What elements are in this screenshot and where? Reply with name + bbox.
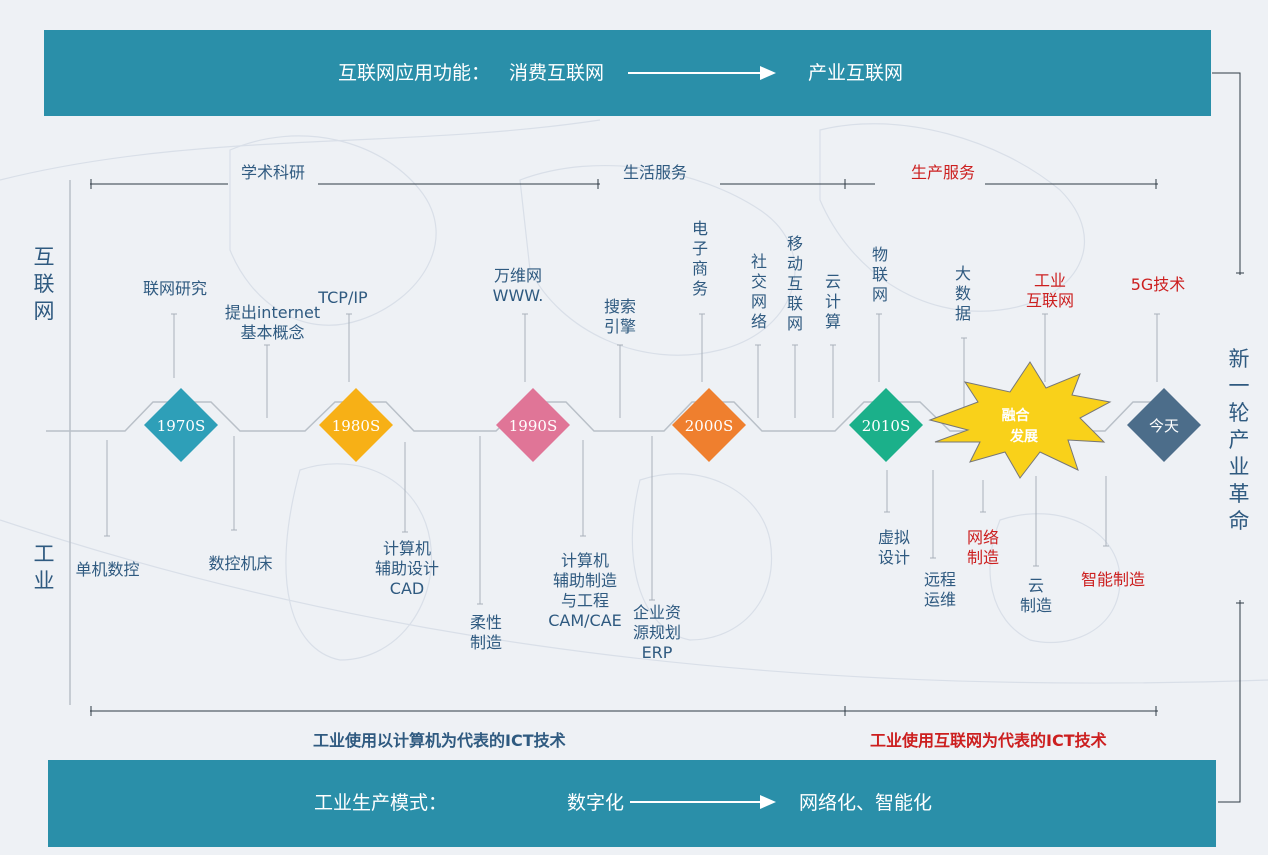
event-flexible-manufacturing: 柔性 制造	[469, 613, 502, 652]
event-internet-concept: 提出internet 基本概念	[224, 303, 321, 342]
event-cam-cae: 计算机 辅助制造 与工程 CAM/CAE	[548, 551, 622, 630]
event-www: 万维网 WWW.	[492, 266, 544, 305]
side-label-revolution: 新 一 轮 产 业 革 命	[1228, 347, 1250, 533]
phase-academic: 学术科研	[240, 163, 305, 182]
milestone-1970s: 1970S	[144, 388, 218, 462]
era-internet: 工业使用互联网为代表的ICT技术	[870, 731, 1107, 750]
phase-life-service: 生活服务	[622, 163, 687, 182]
fusion-burst: 融合 发展	[928, 361, 1112, 479]
event-smart-manufacturing: 智能制造	[1080, 570, 1145, 589]
event-remote-maintenance: 远程 运维	[923, 570, 956, 609]
milestone-2000s: 2000S	[672, 388, 746, 462]
top-banner-label: 互联网应用功能：	[338, 62, 491, 84]
side-label-industry: 工 业	[33, 542, 55, 593]
event-network-research: 联网研究	[142, 279, 207, 298]
milestone-label: 1990S	[509, 417, 557, 435]
event-network-manufacturing: 网络 制造	[966, 528, 999, 567]
milestone-label: 1970S	[157, 417, 205, 435]
milestone-1990s: 1990S	[496, 388, 570, 462]
milestone-label: 2000S	[685, 417, 733, 435]
milestone-1980s: 1980S	[319, 388, 393, 462]
event-5g: 5G技术	[1130, 275, 1186, 294]
milestone-label: 2010S	[862, 417, 910, 435]
milestone-today: 今天	[1127, 388, 1201, 462]
top-banner-to: 产业互联网	[808, 62, 904, 84]
milestone-2010s: 2010S	[849, 388, 923, 462]
event-erp: 企业资 源规划 ERP	[632, 603, 681, 662]
era-computer: 工业使用以计算机为代表的ICT技术	[313, 731, 566, 750]
event-mobile-internet: 移 动 互 联 网	[786, 234, 803, 333]
event-virtual-design: 虚拟 设计	[877, 528, 910, 567]
event-cad: 计算机 辅助设计 CAD	[374, 539, 439, 598]
event-cloud-computing: 云 计 算	[824, 272, 841, 331]
milestone-label: 1980S	[332, 417, 380, 435]
event-social-network: 社 交 网 络	[750, 252, 767, 331]
bottom-banner-to: 网络化、智能化	[799, 792, 933, 814]
top-banner	[44, 30, 1211, 116]
event-big-data: 大 数 据	[954, 264, 971, 323]
top-banner-from: 消费互联网	[509, 62, 605, 84]
bottom-banner-label: 工业生产模式：	[314, 792, 448, 814]
event-e-commerce: 电 子 商 务	[691, 219, 708, 298]
event-tcp-ip: TCP/IP	[318, 288, 368, 307]
event-industrial-internet: 工业 互联网	[1025, 271, 1074, 310]
event-cnc-machine: 数控机床	[208, 554, 273, 573]
bottom-banner-from: 数字化	[567, 792, 625, 814]
event-search-engine: 搜索 引擎	[603, 297, 636, 336]
side-label-internet: 互 联 网	[33, 245, 55, 323]
event-iot: 物 联 网	[871, 245, 888, 304]
milestone-label: 今天	[1149, 417, 1179, 435]
event-single-cnc: 单机数控	[75, 560, 140, 579]
bottom-banner	[48, 760, 1216, 847]
event-cloud-manufacturing: 云 制造	[1019, 576, 1052, 615]
svg-text:融合 发展: 融合 发展	[1002, 407, 1038, 445]
phase-production-service: 生产服务	[910, 163, 975, 182]
